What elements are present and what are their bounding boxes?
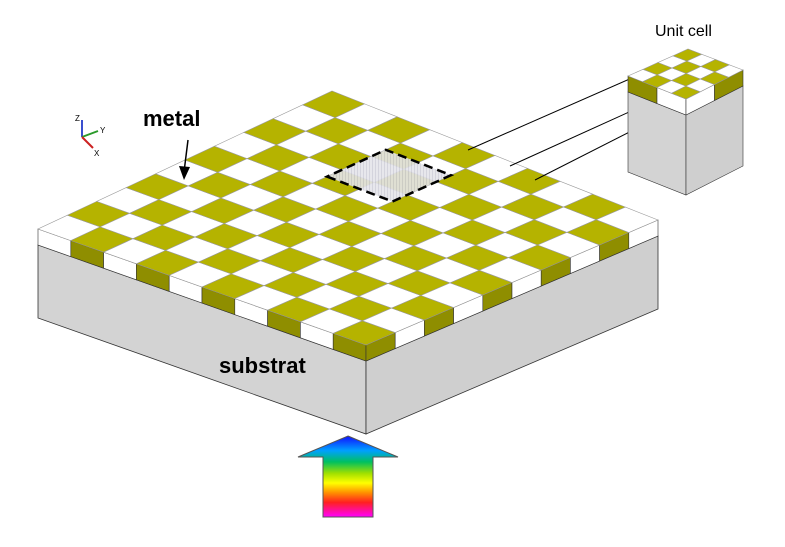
unit-cell-block [627,48,744,196]
axis-y-label: Y [100,126,106,135]
axis-y-line [81,130,99,138]
layer-side-edge [365,219,659,362]
metal-label: metal [143,106,201,131]
unit-cell-selection [323,148,455,203]
axis-z-label: Z [75,114,80,123]
axis-x-label: X [94,149,100,158]
substrat-label: substrat [219,353,306,378]
leader-line-upper [467,69,651,151]
axis-x-line [81,136,94,149]
dielectric-tile [595,206,659,233]
rainbow-up-arrow-icon [297,435,399,518]
unit-cell-dashed-frame [323,148,455,203]
unit-cell-label: Unit cell [655,23,712,40]
metal-pointer [179,139,190,180]
axis-triad-icon: Z Y X [75,114,106,158]
unit-dielectric-tile [714,64,744,78]
